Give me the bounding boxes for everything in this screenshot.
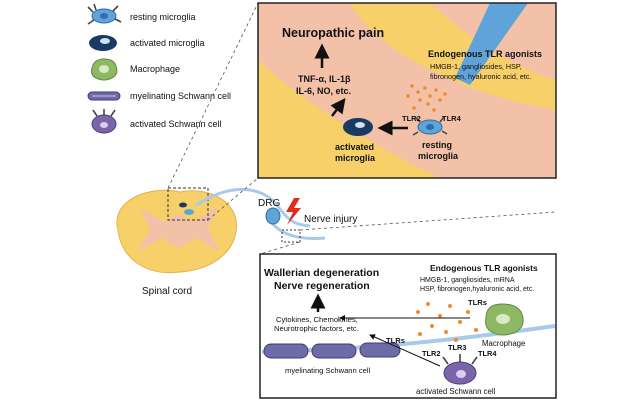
legend-label-macrophage: Macrophage: [130, 64, 180, 74]
bottom-factors-line-2: Neurotrophic factors, etc.: [274, 324, 359, 333]
top-resting-label-1: resting: [422, 140, 452, 150]
zoom-box-nerve: [281, 229, 301, 243]
activated-schwann-cell: [442, 354, 478, 385]
connector-line: [259, 241, 301, 255]
macrophage-cell: [485, 303, 524, 336]
nerve-injury-label: Nerve injury: [304, 214, 357, 225]
spinal-cord-section: Spinal cord DRG Nerve injury: [116, 2, 557, 297]
injury-bolt-icon: [286, 198, 301, 225]
zoom-box-spinal: [167, 187, 209, 221]
bottom-panel: Wallerian degeneration Nerve regeneratio…: [259, 253, 557, 399]
activated-schwann-label: activated Schwann cell: [416, 387, 496, 396]
top-resting-label-2: microglia: [418, 151, 459, 161]
top-activated-label-2: microglia: [335, 153, 376, 163]
legend-label-resting-microglia: resting microglia: [130, 12, 196, 22]
bottom-tlrs-macrophage: TLRs: [468, 298, 487, 307]
legend-item-activated-microglia: activated microglia: [89, 35, 205, 51]
drg-ganglion: [265, 207, 281, 225]
top-activated-label-1: activated: [335, 142, 374, 152]
macrophage-label: Macrophage: [482, 339, 525, 348]
resting-microglia-icon: [87, 3, 122, 25]
top-cytokines-line-2: IL-6, NO, etc.: [296, 86, 351, 96]
bottom-agonists-line-2: HSP, fibronogen,hyaluronic acid, etc.: [420, 286, 534, 293]
top-panel-frame: [257, 2, 557, 179]
bottom-factors-line-1: Cytokines, Chemokines,: [276, 315, 358, 324]
top-agonists-line-1: HMGB-1, gangliosides, HSP,: [430, 62, 522, 71]
connector-line: [167, 2, 259, 189]
legend-label-myelinating-schwann: myelinating Schwann cell: [130, 91, 231, 101]
bottom-tlr2-label: TLR2: [422, 349, 440, 358]
nerve-fiber: [195, 187, 311, 228]
legend-label-activated-schwann: activated Schwann cell: [130, 119, 222, 129]
bottom-agonist-dots: [416, 302, 478, 342]
legend-label-activated-microglia: activated microglia: [130, 38, 205, 48]
bottom-agonists-title: Endogenous TLR agonists: [430, 263, 538, 273]
bottom-panel-frame: [259, 253, 557, 399]
legend-item-macrophage: Macrophage: [91, 58, 180, 81]
legend-item-resting-microglia: resting microglia: [87, 3, 196, 25]
bottom-title-line-2: Nerve regeneration: [274, 280, 370, 292]
legend-item-myelinating-schwann: myelinating Schwann cell: [87, 91, 231, 101]
connector-line: [299, 211, 557, 231]
myelinating-schwann-cells: [263, 342, 401, 359]
activated-microglia-cell: [343, 118, 373, 136]
activated-microglia-icon: [89, 35, 117, 51]
tlr-agonist-dots: [406, 84, 447, 112]
top-panel: Neuropathic pain TNF-α, IL-1β IL-6, NO, …: [257, 2, 557, 179]
arrow-schwann-factors: [369, 334, 441, 367]
top-title: Neuropathic pain: [282, 26, 384, 40]
bottom-title-line-1: Wallerian degeneration: [264, 267, 379, 279]
activated-schwann-icon: [91, 109, 117, 134]
top-cytokines-line-1: TNF-α, IL-1β: [298, 74, 351, 84]
drg-label: DRG: [258, 198, 280, 209]
arrow-diag: [330, 98, 346, 117]
top-agonists-line-2: fibronogen, hyaluronic acid, etc.: [430, 72, 532, 81]
macrophage-icon: [91, 58, 118, 81]
bottom-tlr3-label: TLR3: [448, 343, 466, 352]
myelinating-label: myelinating Schwann cell: [285, 366, 371, 375]
bottom-tlr4-label: TLR4: [478, 349, 497, 358]
resting-microglia-cell: [412, 116, 448, 136]
myelinating-schwann-icon: [87, 91, 121, 101]
top-tlr2-label: TLR2: [402, 114, 421, 123]
bottom-agonists-line-1: HMGB-1, gangliosides, mRNA: [420, 277, 515, 284]
top-agonists-title: Endogenous TLR agonists: [428, 49, 542, 59]
axon-fiber: [455, 3, 528, 85]
bottom-tlrs-schwann: TLRs: [386, 336, 405, 345]
legend-item-activated-schwann: activated Schwann cell: [91, 109, 222, 134]
top-tlr4-label: TLR4: [442, 114, 462, 123]
legend: resting microglia activated microglia Ma…: [87, 3, 231, 134]
grey-matter: [138, 206, 220, 252]
spinal-cord-label: Spinal cord: [142, 286, 192, 297]
connector-line: [207, 177, 259, 221]
microglia-small: [179, 202, 194, 215]
